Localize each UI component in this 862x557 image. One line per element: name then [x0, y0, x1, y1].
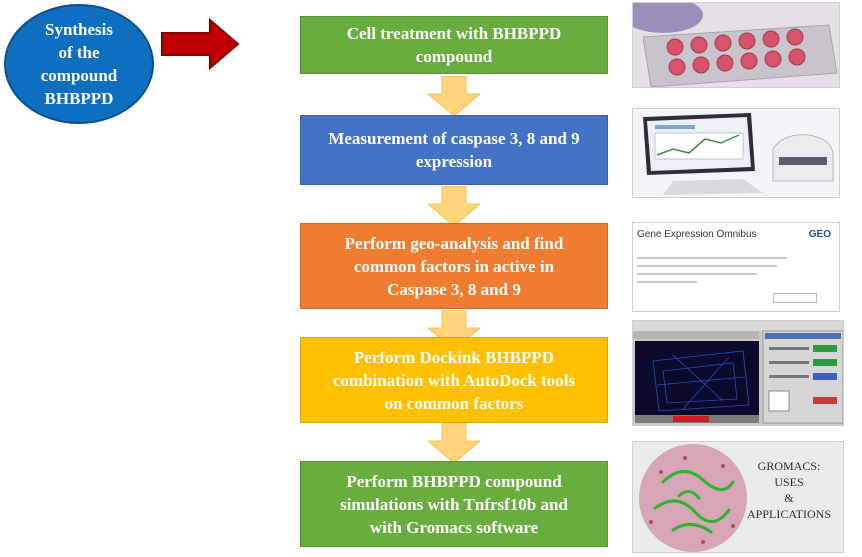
step-1-label: Cell treatment with BHBPPD compound — [346, 24, 562, 66]
text-line — [637, 273, 757, 275]
start-node-label: Synthesis of the compound BHBPPD — [40, 20, 118, 108]
molecule-icon — [633, 442, 843, 552]
autodock-window-icon — [633, 321, 843, 425]
down-arrow-icon — [428, 76, 480, 116]
qpcr-instrument-image — [632, 108, 840, 198]
gromacs-caption: GROMACS: USES & APPLICATIONS — [746, 459, 831, 521]
step-2-label: Measurement of caspase 3, 8 and 9 expres… — [328, 129, 580, 171]
autodock-image — [632, 320, 844, 426]
computer-instrument-icon — [633, 109, 839, 197]
search-box-icon — [773, 293, 817, 303]
down-arrow-icon — [428, 423, 480, 463]
well-plate-image — [632, 2, 840, 88]
step-3-geo-analysis: Perform geo-analysis and find common fac… — [300, 223, 608, 309]
geo-logo: GEO — [808, 229, 831, 240]
text-line — [637, 281, 697, 283]
step-1-cell-treatment: Cell treatment with BHBPPD compound — [300, 16, 608, 74]
geo-title: Gene Expression Omnibus — [637, 229, 757, 240]
step-4-label: Perform Dockink BHBPPD combination with … — [332, 347, 576, 413]
start-node-synthesis: Synthesis of the compound BHBPPD — [4, 4, 154, 124]
step-5-label: Perform BHBPPD compound simulations with… — [340, 471, 568, 537]
right-arrow-icon — [161, 18, 240, 70]
step-4-docking: Perform Dockink BHBPPD combination with … — [300, 337, 608, 423]
gromacs-image: GROMACS: USES & APPLICATIONS — [632, 441, 844, 553]
text-line — [637, 265, 777, 267]
step-3-label: Perform geo-analysis and find common fac… — [344, 233, 564, 299]
step-5-gromacs-simulation: Perform BHBPPD compound simulations with… — [300, 461, 608, 547]
step-2-caspase-measurement: Measurement of caspase 3, 8 and 9 expres… — [300, 115, 608, 185]
down-arrow-icon — [428, 186, 480, 226]
text-line — [637, 257, 787, 259]
geo-website-image: Gene Expression Omnibus GEO — [632, 222, 840, 312]
well-plate-icon — [633, 3, 839, 87]
